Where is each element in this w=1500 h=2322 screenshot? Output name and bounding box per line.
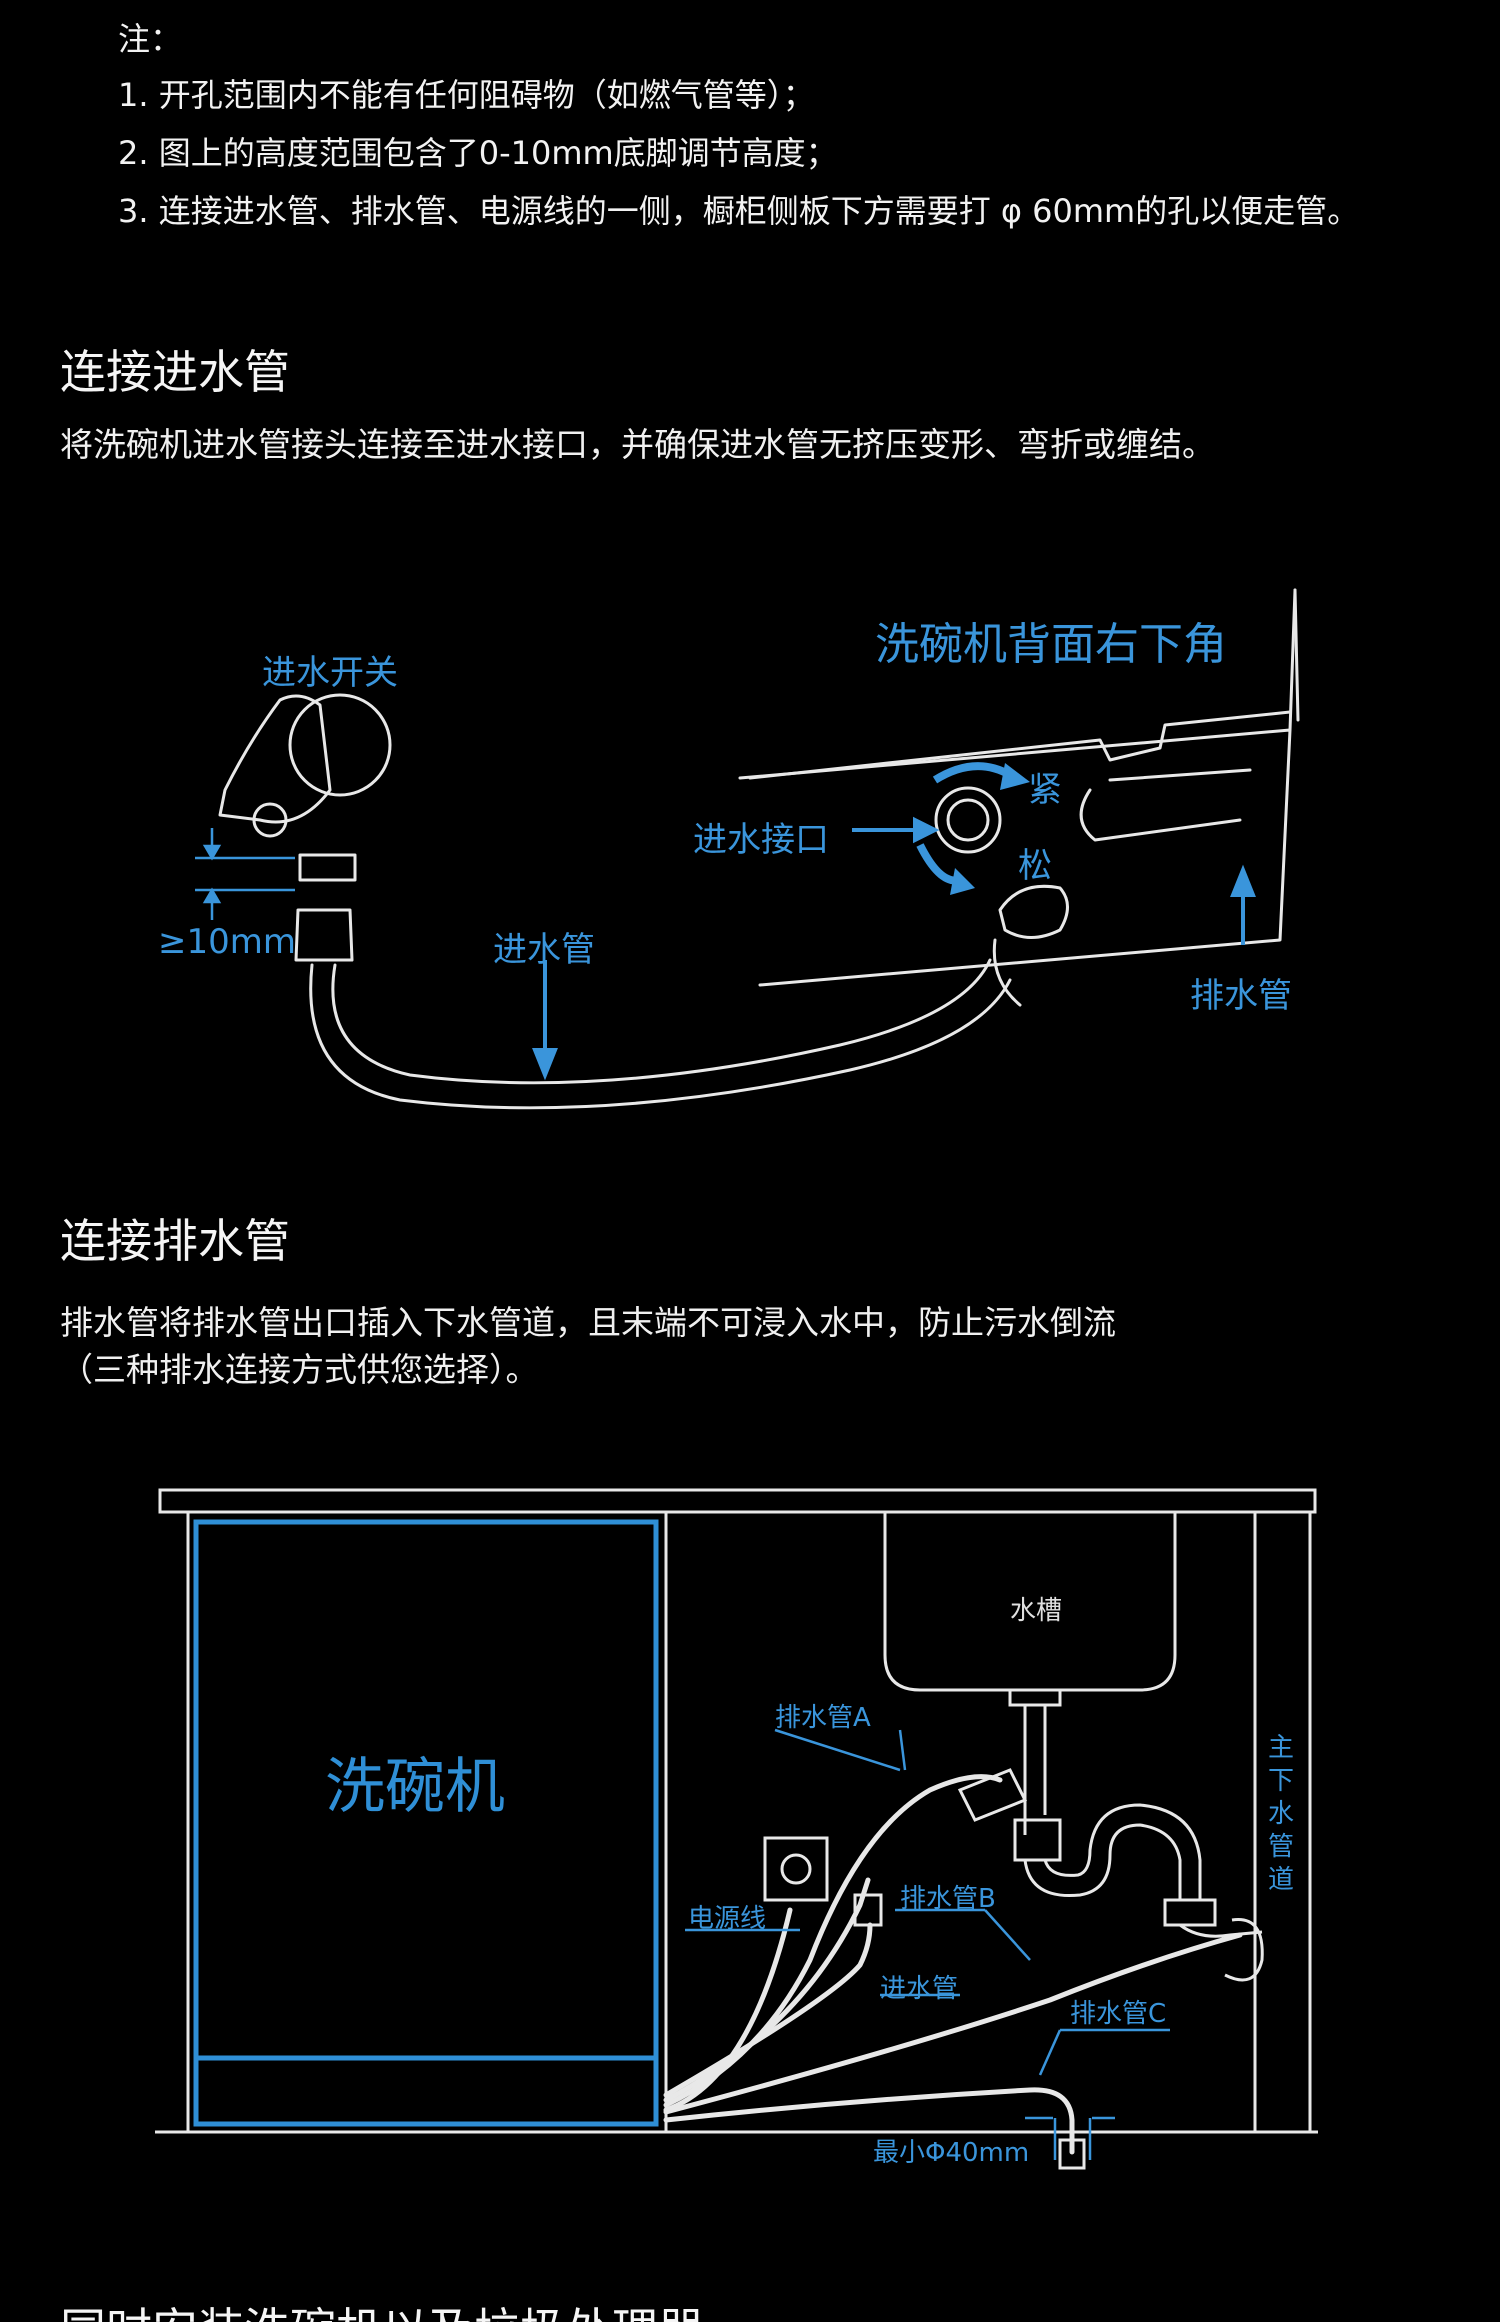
label-tight: 紧 [1028, 770, 1062, 810]
label-min-diameter: 最小Φ40mm [873, 2138, 1030, 2168]
label-dishwasher-corner: 洗碗机背面右下角 [875, 619, 1227, 670]
label-dishwasher: 洗碗机 [325, 1752, 505, 1822]
inlet-diagram [195, 588, 1300, 1110]
label-drain-c: 排水管C [1070, 1999, 1167, 2029]
next-section-clip: 同时安装洗碗机以及垃圾处理器 [0, 2282, 1500, 2322]
drain-section-desc-1: 排水管将排水管出口插入下水管道，且末端不可浸入水中，防止污水倒流 [60, 1303, 1116, 1342]
label-water-switch: 进水开关 [262, 653, 398, 693]
notes-heading: 注： [118, 20, 183, 58]
label-main-drain-pipe: 主下水管道 [1268, 1733, 1295, 1895]
note-item-3: 3. 连接进水管、排水管、电源线的一侧，橱柜侧板下方需要打 φ 60mm的孔以便… [118, 192, 1360, 230]
drain-section-title: 连接排水管 [60, 1214, 290, 1268]
label-loose: 松 [1018, 846, 1052, 886]
label-inlet-hose-2: 进水管 [880, 1974, 959, 2004]
label-drain-hose: 排水管 [1190, 976, 1292, 1016]
label-gap: ≥10mm [158, 922, 296, 962]
inlet-section-desc: 将洗碗机进水管接头连接至进水接口，并确保进水管无挤压变形、弯折或缠结。 [60, 425, 1215, 464]
label-power-cord: 电源线 [688, 1904, 767, 1934]
note-item-2: 2. 图上的高度范围包含了0-10mm底脚调节高度； [118, 134, 838, 172]
drain-section-desc-2: （三种排水连接方式供您选择）。 [60, 1350, 539, 1389]
label-inlet-hose: 进水管 [493, 930, 595, 970]
label-drain-b: 排水管B [900, 1884, 996, 1914]
inlet-section-title: 连接进水管 [60, 345, 290, 399]
note-item-1: 1. 开孔范围内不能有任何阻碍物（如燃气管等）； [118, 76, 815, 114]
label-drain-a: 排水管A [775, 1703, 871, 1733]
label-inlet-port: 进水接口 [693, 820, 829, 860]
next-section-title: 同时安装洗碗机以及垃圾处理器 [60, 2294, 704, 2322]
label-sink: 水槽 [1010, 1596, 1063, 1626]
